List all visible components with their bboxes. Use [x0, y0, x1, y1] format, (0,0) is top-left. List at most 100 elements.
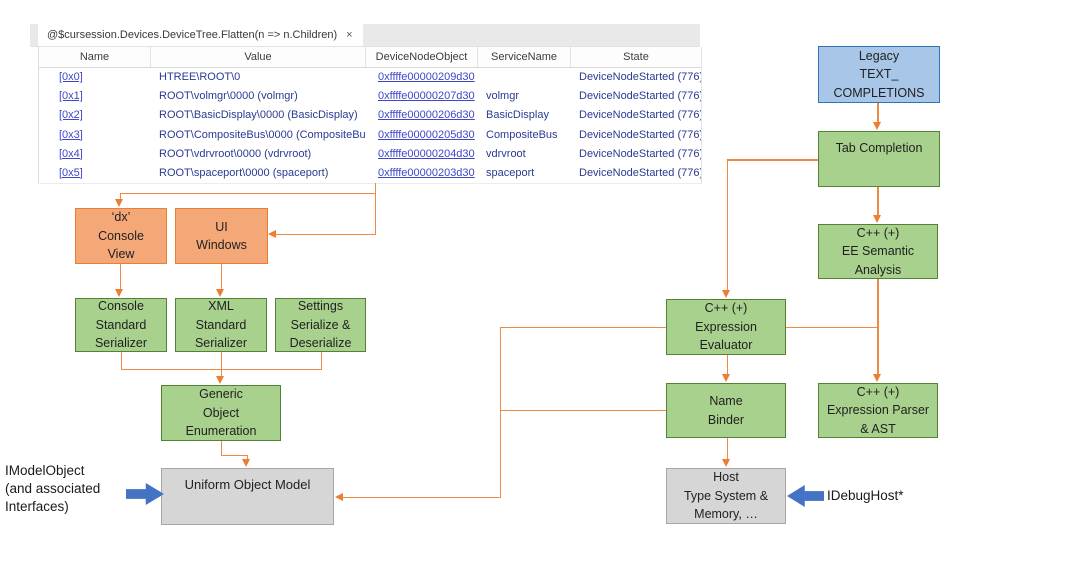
- device-node-object-link[interactable]: 0xffffe00000205d30: [378, 128, 475, 141]
- table-row: [0x2] ROOT\BasicDisplay\0000 (BasicDispl…: [39, 106, 701, 125]
- arrow-down-icon: [115, 289, 123, 297]
- idebughost-label: IDebugHost*: [827, 488, 904, 503]
- connector-line: [220, 369, 222, 377]
- connector-line: [220, 352, 222, 369]
- imodelobject-label: IModelObject (and associated Interfaces): [5, 463, 101, 514]
- value-cell: ROOT\spaceport\0000 (spaceport): [159, 166, 329, 179]
- device-tree-window: @$cursession.Devices.DeviceTree.Flatten(…: [30, 24, 702, 185]
- arrow-down-icon: [722, 374, 730, 382]
- column-header-devicenodeobject[interactable]: DeviceNodeObject: [366, 47, 478, 67]
- node-ee-semantic-analysis: C++ (+) EE Semantic Analysis: [818, 224, 938, 279]
- arrow-down-icon: [722, 290, 730, 298]
- connector-line: [246, 455, 248, 461]
- service-name-cell: [478, 68, 571, 87]
- state-cell: DeviceNodeStarted (776): [579, 147, 701, 160]
- service-name-cell: volmgr: [486, 90, 520, 103]
- service-name-cell: BasicDisplay: [486, 109, 549, 122]
- connector-line: [220, 441, 222, 455]
- connector-line: [877, 187, 879, 215]
- node-host-type-system: Host Type System & Memory, …: [666, 468, 786, 524]
- connector-line: [120, 352, 122, 369]
- tab-close-icon[interactable]: ×: [346, 29, 353, 41]
- state-cell: DeviceNodeStarted (776): [579, 166, 701, 179]
- node-expression-parser-ast: C++ (+) Expression Parser & AST: [818, 383, 938, 438]
- arrow-down-icon: [242, 459, 250, 467]
- arrow-down-icon: [115, 199, 123, 207]
- connector-line: [276, 233, 375, 235]
- arrow-down-icon: [216, 376, 224, 384]
- connector-line: [726, 438, 728, 460]
- value-cell: ROOT\vdrvroot\0000 (vdrvroot): [159, 147, 312, 160]
- state-cell: DeviceNodeStarted (776): [579, 109, 701, 122]
- connector-line: [119, 264, 121, 290]
- service-name-cell: CompositeBus: [486, 128, 558, 141]
- node-expression-evaluator: C++ (+) Expression Evaluator: [666, 299, 786, 355]
- arrow-down-icon: [873, 122, 881, 130]
- device-node-object-link[interactable]: 0xffffe00000203d30: [378, 166, 475, 179]
- connector-line: [500, 409, 666, 411]
- name-link[interactable]: [0x1]: [59, 90, 83, 103]
- node-tab-completion: Tab Completion: [818, 131, 940, 187]
- table-row: [0x0] HTREE\ROOT\0 0xffffe00000209d30 De…: [39, 68, 701, 87]
- column-header-name[interactable]: Name: [39, 47, 151, 67]
- arrow-down-icon: [216, 289, 224, 297]
- node-legacy-text-completions: Legacy TEXT_ COMPLETIONS: [818, 46, 940, 103]
- node-uniform-object-model: Uniform Object Model: [161, 468, 334, 525]
- name-link[interactable]: [0x5]: [59, 166, 83, 179]
- value-cell: ROOT\CompositeBus\0000 (CompositeBus): [159, 128, 366, 141]
- name-link[interactable]: [0x2]: [59, 109, 83, 122]
- state-cell: DeviceNodeStarted (776): [579, 90, 701, 103]
- table-row: [0x3] ROOT\CompositeBus\0000 (CompositeB…: [39, 126, 701, 145]
- connector-line: [120, 192, 375, 194]
- arrow-down-icon: [722, 459, 730, 467]
- connector-line: [726, 159, 728, 291]
- device-node-object-link[interactable]: 0xffffe00000209d30: [378, 71, 475, 83]
- connector-line: [877, 103, 879, 123]
- node-settings-serialize-deserialize: Settings Serialize & Deserialize: [275, 298, 366, 352]
- column-header-state[interactable]: State: [623, 51, 649, 63]
- device-node-object-link[interactable]: 0xffffe00000204d30: [378, 147, 475, 160]
- connector-line: [220, 264, 222, 290]
- connector-line: [320, 352, 322, 369]
- service-name-cell: vdrvroot: [486, 147, 526, 160]
- value-cell: ROOT\BasicDisplay\0000 (BasicDisplay): [159, 109, 358, 122]
- grid-header-row: Name Value DeviceNodeObject ServiceName …: [39, 47, 701, 68]
- node-ui-windows: UI Windows: [175, 208, 268, 264]
- device-node-object-link[interactable]: 0xffffe00000206d30: [378, 109, 475, 122]
- device-node-object-link[interactable]: 0xffffe00000207d30: [378, 90, 475, 103]
- table-row: [0x5] ROOT\spaceport\0000 (spaceport) 0x…: [39, 164, 701, 183]
- arrow-left-icon: [268, 229, 276, 238]
- arrow-left-icon: [335, 492, 343, 501]
- service-name-cell: spaceport: [486, 166, 535, 179]
- node-generic-object-enumeration: Generic Object Enumeration: [161, 385, 281, 441]
- name-link[interactable]: [0x4]: [59, 147, 83, 160]
- column-header-servicename[interactable]: ServiceName: [478, 47, 571, 67]
- idebughost-block-arrow-icon: [787, 485, 824, 507]
- table-row: [0x4] ROOT\vdrvroot\0000 (vdrvroot) 0xff…: [39, 145, 701, 164]
- connector-line: [726, 355, 728, 375]
- state-cell: DeviceNodeStarted (776): [579, 128, 701, 141]
- arrow-down-icon: [873, 374, 881, 382]
- table-row: [0x1] ROOT\volmgr\0000 (volmgr) 0xffffe0…: [39, 87, 701, 106]
- state-cell: DeviceNodeStarted (776): [579, 71, 701, 83]
- connector-line: [500, 326, 666, 328]
- column-header-value[interactable]: Value: [151, 47, 366, 67]
- connector-line: [786, 326, 878, 328]
- device-tree-grid: Name Value DeviceNodeObject ServiceName …: [38, 47, 702, 185]
- name-link[interactable]: [0x0]: [59, 71, 83, 83]
- node-name-binder: Name Binder: [666, 383, 786, 438]
- connector-line: [727, 159, 818, 161]
- node-dx-console-view: ‘dx’ Console View: [75, 208, 167, 264]
- tab-device-tree-query[interactable]: @$cursession.Devices.DeviceTree.Flatten(…: [38, 24, 363, 46]
- node-console-standard-serializer: Console Standard Serializer: [75, 298, 167, 352]
- value-cell: ROOT\volmgr\0000 (volmgr): [159, 90, 298, 103]
- connector-line: [221, 454, 247, 456]
- tab-title: @$cursession.Devices.DeviceTree.Flatten(…: [47, 29, 338, 41]
- name-link[interactable]: [0x3]: [59, 128, 83, 141]
- connector-line: [343, 496, 500, 498]
- tab-bar: @$cursession.Devices.DeviceTree.Flatten(…: [30, 24, 700, 47]
- value-cell: HTREE\ROOT\0: [159, 71, 241, 83]
- imodelobject-block-arrow-icon: [126, 483, 164, 505]
- connector-line: [374, 183, 376, 235]
